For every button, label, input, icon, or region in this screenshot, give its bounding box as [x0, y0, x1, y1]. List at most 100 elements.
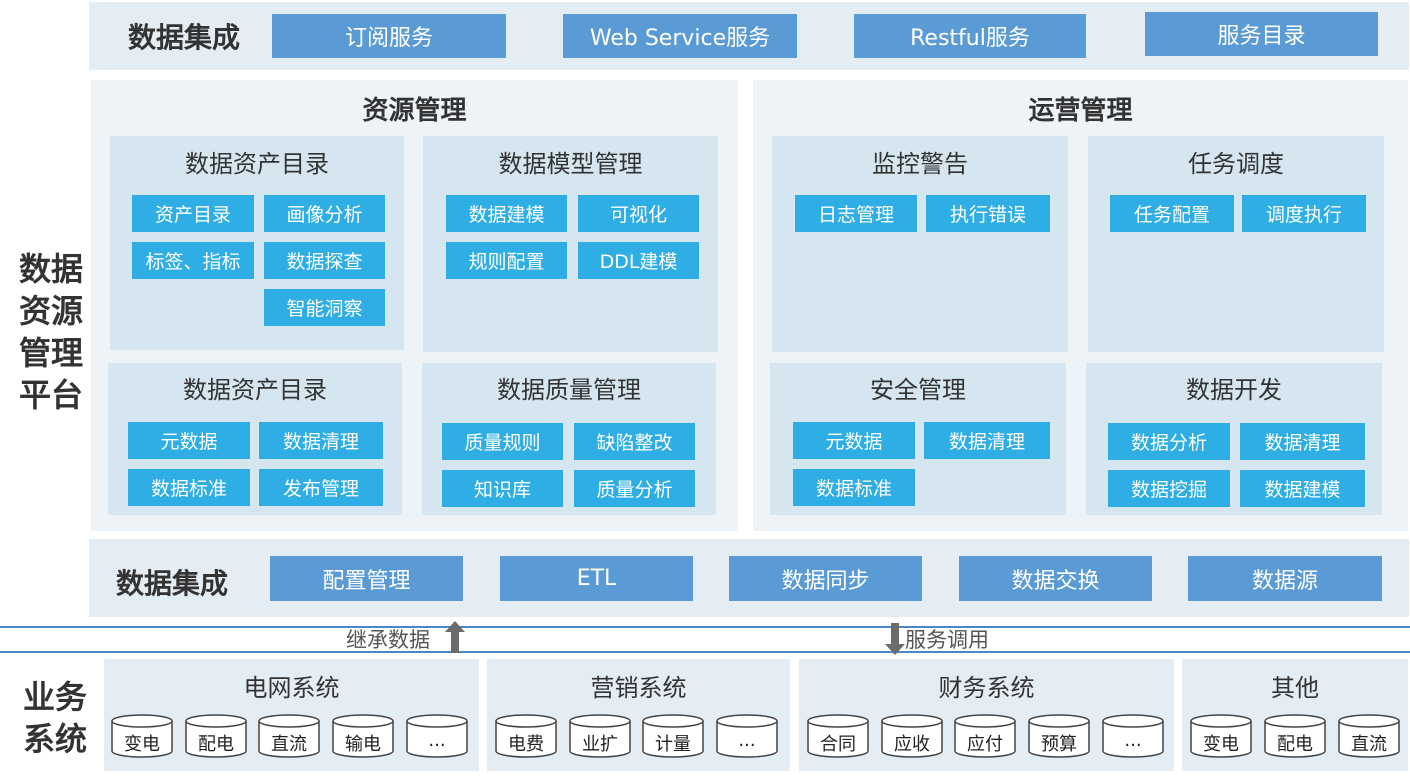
operations-management-title: 运营管理 — [1028, 96, 1133, 126]
subscribe-service-button[interactable]: 订阅服务 — [272, 14, 506, 58]
task-schedule-box — [1088, 136, 1384, 352]
security-metadata-button[interactable]: 元数据 — [793, 422, 915, 459]
data-mining-button[interactable]: 数据挖掘 — [1108, 470, 1230, 507]
database-label: 业扩 — [582, 734, 618, 755]
monitor-alert-box — [772, 136, 1068, 352]
etl-button[interactable]: ETL — [500, 556, 693, 601]
inherit-data-label: 继承数据 — [346, 628, 430, 652]
dev-data-modeling-button[interactable]: 数据建模 — [1240, 470, 1365, 507]
asset-catalog-button[interactable]: 资产目录 — [132, 195, 254, 232]
system-name: 其他 — [1271, 674, 1319, 702]
visualization-button[interactable]: 可视化 — [578, 195, 699, 232]
database-label: 变电 — [1203, 734, 1239, 755]
side-title-line: 平台 — [18, 376, 83, 414]
database-icon: ... — [1102, 714, 1164, 758]
database-label: ... — [738, 730, 756, 751]
security-management-title: 安全管理 — [870, 376, 966, 404]
top-bar-title: 数据集成 — [128, 21, 241, 54]
platform-side-title: 数据 资源 管理 平台 — [15, 248, 87, 416]
config-management-button[interactable]: 配置管理 — [270, 556, 463, 601]
dev-data-cleaning-button[interactable]: 数据清理 — [1240, 423, 1365, 460]
database-label: 配电 — [1277, 734, 1313, 755]
down-arrow-icon — [885, 623, 905, 655]
database-icon: 变电 — [1190, 714, 1252, 758]
database-icon: 计量 — [642, 714, 704, 758]
business-system-title: 业务 系统 — [19, 676, 91, 760]
side-title-line: 数据 — [18, 250, 83, 288]
database-icon: ... — [406, 714, 468, 758]
security-data-standard-button[interactable]: 数据标准 — [793, 469, 915, 506]
business-title-line: 系统 — [22, 720, 87, 758]
database-label: ... — [1124, 730, 1142, 751]
data-cleaning-button[interactable]: 数据清理 — [259, 422, 383, 459]
database-label: 合同 — [820, 734, 856, 755]
database-icon: 业扩 — [569, 714, 631, 758]
database-icon: 输电 — [332, 714, 394, 758]
execution-error-button[interactable]: 执行错误 — [926, 195, 1050, 232]
database-icon: 变电 — [111, 714, 173, 758]
data-standard-button[interactable]: 数据标准 — [128, 469, 250, 506]
data-sync-button[interactable]: 数据同步 — [729, 556, 922, 601]
asset-catalog-title: 数据资产目录 — [185, 150, 329, 178]
data-modeling-button[interactable]: 数据建模 — [446, 195, 567, 232]
publish-management-button[interactable]: 发布管理 — [259, 469, 383, 506]
database-icon: 预算 — [1028, 714, 1090, 758]
log-management-button[interactable]: 日志管理 — [795, 195, 917, 232]
system-name: 财务系统 — [938, 674, 1035, 702]
portrait-analysis-button[interactable]: 画像分析 — [264, 195, 385, 232]
database-label: 输电 — [345, 734, 381, 755]
data-quality-title: 数据质量管理 — [497, 376, 641, 404]
quality-rules-button[interactable]: 质量规则 — [442, 423, 563, 460]
database-icon: 应付 — [954, 714, 1016, 758]
data-exchange-button[interactable]: 数据交换 — [959, 556, 1152, 601]
data-exploration-button[interactable]: 数据探查 — [264, 242, 385, 279]
asset-catalog-title-2: 数据资产目录 — [183, 376, 327, 404]
metadata-button[interactable]: 元数据 — [128, 422, 250, 459]
integration-bar-title: 数据集成 — [116, 567, 229, 600]
rule-config-button[interactable]: 规则配置 — [446, 242, 567, 279]
database-icon: 应收 — [881, 714, 943, 758]
business-title-line: 业务 — [22, 678, 87, 716]
up-arrow-icon — [445, 621, 465, 653]
resource-management-title: 资源管理 — [362, 96, 467, 126]
restful-service-button[interactable]: Restful服务 — [854, 14, 1086, 58]
web-service-button[interactable]: Web Service服务 — [563, 14, 797, 58]
side-title-line: 资源 — [18, 292, 83, 330]
database-icon: 合同 — [807, 714, 869, 758]
database-label: 电费 — [508, 734, 544, 755]
database-label: 应收 — [894, 734, 930, 755]
side-title-line: 管理 — [18, 334, 83, 372]
task-config-button[interactable]: 任务配置 — [1110, 195, 1234, 232]
knowledge-base-button[interactable]: 知识库 — [442, 470, 563, 507]
defect-fix-button[interactable]: 缺陷整改 — [574, 423, 695, 460]
smart-insight-button[interactable]: 智能洞察 — [264, 289, 385, 326]
database-label: 计量 — [655, 734, 691, 755]
system-name: 营销系统 — [590, 674, 687, 702]
separator-line-top — [0, 626, 1410, 628]
database-label: 直流 — [1351, 734, 1387, 755]
monitor-alert-title: 监控警告 — [872, 150, 968, 178]
tags-metrics-button[interactable]: 标签、指标 — [132, 242, 254, 279]
task-schedule-title: 任务调度 — [1188, 150, 1284, 178]
database-label: ... — [428, 730, 446, 751]
system-name: 电网系统 — [243, 674, 340, 702]
ddl-modeling-button[interactable]: DDL建模 — [578, 242, 699, 279]
quality-analysis-button[interactable]: 质量分析 — [574, 470, 695, 507]
database-icon: 配电 — [1264, 714, 1326, 758]
data-source-button[interactable]: 数据源 — [1188, 556, 1382, 601]
data-model-title: 数据模型管理 — [498, 150, 643, 178]
service-call-label: 服务调用 — [905, 628, 989, 652]
database-icon: 直流 — [258, 714, 320, 758]
database-label: 配电 — [198, 734, 234, 755]
separator-line-bottom — [0, 651, 1410, 653]
database-icon: ... — [716, 714, 778, 758]
database-label: 变电 — [124, 734, 160, 755]
data-development-title: 数据开发 — [1186, 376, 1282, 404]
security-data-cleaning-button[interactable]: 数据清理 — [924, 422, 1050, 459]
data-analysis-button[interactable]: 数据分析 — [1108, 423, 1230, 460]
database-label: 应付 — [967, 734, 1003, 755]
service-catalog-button[interactable]: 服务目录 — [1145, 12, 1378, 56]
schedule-execute-button[interactable]: 调度执行 — [1242, 195, 1366, 232]
database-icon: 直流 — [1338, 714, 1400, 758]
database-label: 预算 — [1041, 734, 1077, 755]
